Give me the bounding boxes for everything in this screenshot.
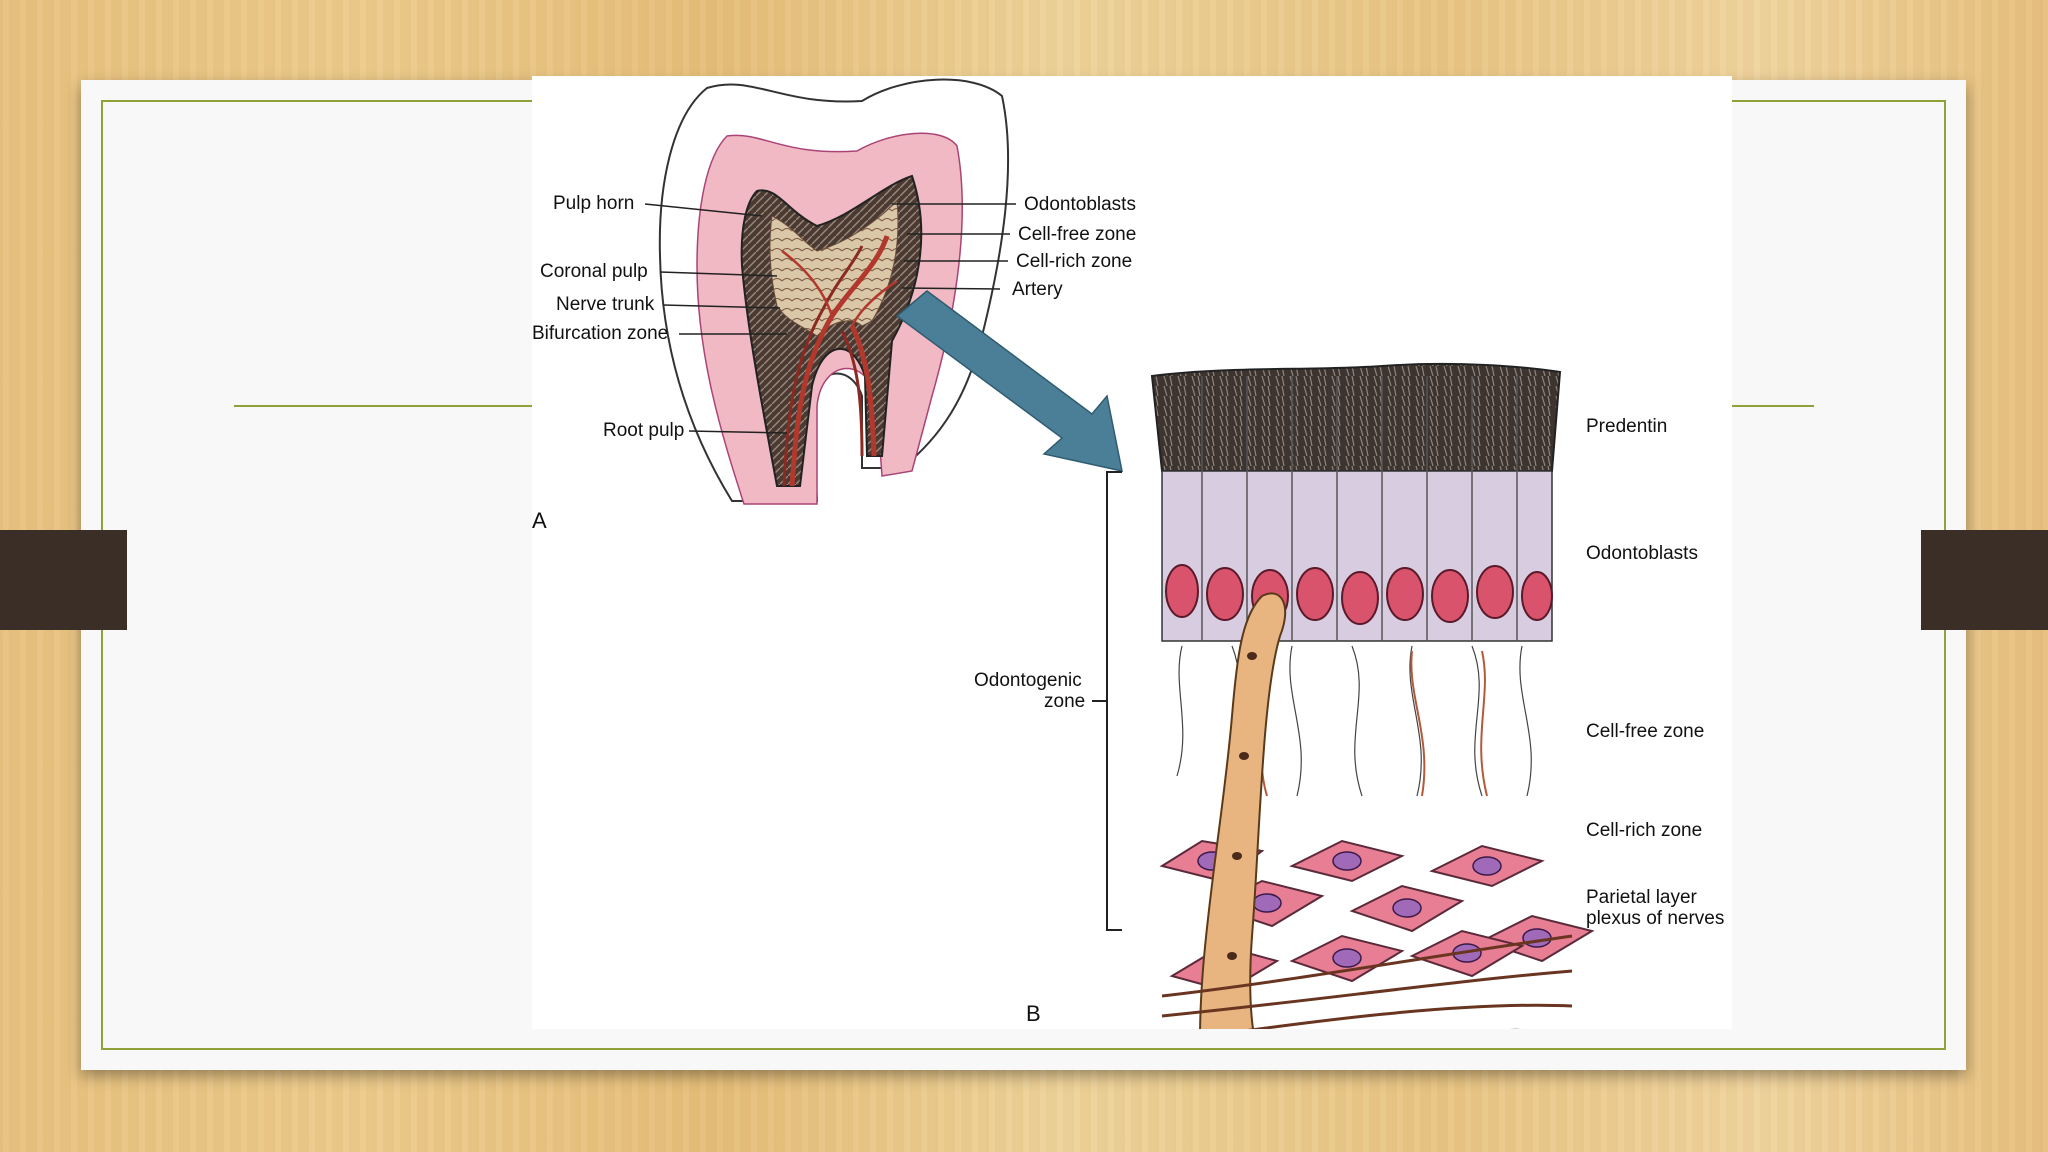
- label-bifurcation-zone: Bifurcation zone: [532, 323, 668, 344]
- label-b-odontoblasts: Odontoblasts: [1586, 543, 1698, 564]
- odontogenic-zone-bracket: [1106, 471, 1122, 931]
- label-a-cell-free-zone: Cell-free zone: [1018, 224, 1136, 245]
- label-nerve-trunk: Nerve trunk: [556, 294, 655, 315]
- label-b-cell-free-zone: Cell-free zone: [1586, 721, 1704, 742]
- tooth-cross-section: [658, 78, 1010, 505]
- label-zone: zone: [1044, 691, 1085, 712]
- zoom-arrow: [895, 290, 1123, 472]
- panel-a-label: A: [532, 508, 547, 533]
- histology-detail: [1150, 362, 1595, 1029]
- label-parietal-layer: Parietal layer: [1586, 887, 1698, 908]
- right-edge-tab: [1921, 530, 2048, 630]
- blood-vessel: [1199, 592, 1287, 1029]
- label-a-cell-rich-zone: Cell-rich zone: [1016, 251, 1132, 272]
- title-divider-left: [234, 405, 534, 407]
- coronal-pulp-area: [769, 199, 899, 337]
- label-artery: Artery: [1012, 279, 1063, 300]
- label-plexus-of-nerves: plexus of nerves: [1586, 908, 1724, 929]
- label-coronal-pulp: Coronal pulp: [540, 261, 648, 282]
- panel-b-label: B: [1026, 1001, 1041, 1026]
- label-odontogenic: Odontogenic: [974, 670, 1082, 691]
- left-edge-tab: [0, 530, 127, 630]
- title-divider-right: [1730, 405, 1814, 407]
- label-a-odontoblasts: Odontoblasts: [1024, 194, 1136, 215]
- tooth-pulp-diagram: Pulp horn Coronal pulp Nerve trunk Bifur…: [532, 76, 1732, 1029]
- panel-a-leader-lines: [644, 203, 1016, 434]
- label-b-cell-rich-zone: Cell-rich zone: [1586, 820, 1702, 841]
- label-predentin: Predentin: [1586, 416, 1667, 437]
- diagram-svg: Pulp horn Coronal pulp Nerve trunk Bifur…: [532, 78, 1724, 1029]
- label-root-pulp: Root pulp: [603, 420, 684, 441]
- label-pulp-horn: Pulp horn: [553, 193, 634, 214]
